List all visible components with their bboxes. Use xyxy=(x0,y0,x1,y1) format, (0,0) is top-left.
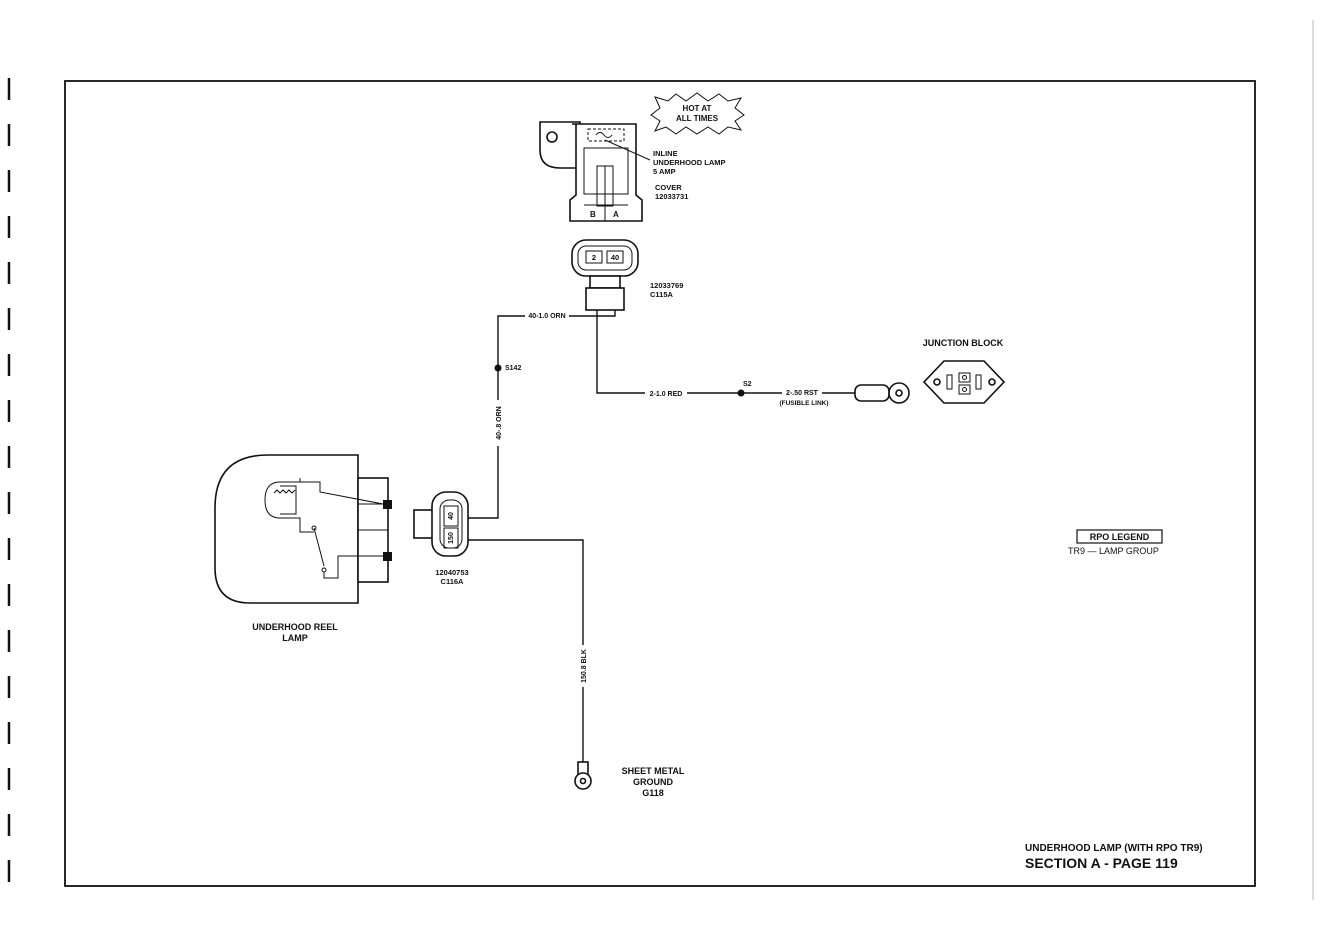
cover-label-line-2: 12033731 xyxy=(655,192,688,201)
wire-label-2-red: 2-1.0 RED xyxy=(645,388,687,399)
cover-label-line-1: COVER xyxy=(655,183,682,192)
svg-text:40-1.0 ORN: 40-1.0 ORN xyxy=(528,313,565,320)
c116a-part-number: 12040753 xyxy=(435,568,468,577)
ground-label-line-1: SHEET METAL xyxy=(622,766,685,776)
lamp-title-line-1: UNDERHOOD REEL xyxy=(252,622,338,632)
rpo-legend-entry: TR9 — LAMP GROUP xyxy=(1068,546,1159,556)
wires xyxy=(468,310,855,762)
c116a-pin-150: 150 xyxy=(448,532,455,544)
junction-block xyxy=(922,360,1006,404)
splice-s142: S142 xyxy=(494,364,521,372)
svg-text:2-.50 RST: 2-.50 RST xyxy=(786,390,819,397)
wire-label-40-vertical: 40-.8 ORN xyxy=(492,400,504,446)
c116a-id: C116A xyxy=(441,577,465,586)
svg-text:2-1.0 RED: 2-1.0 RED xyxy=(650,391,683,398)
ring-terminal xyxy=(854,382,910,404)
hot-at-all-times-burst: HOT AT ALL TIMES xyxy=(650,92,745,135)
hot-text-line-1: HOT AT xyxy=(683,104,712,113)
ground-label-line-3: G118 xyxy=(642,788,664,798)
wire-label-2-rst: 2-.50 RST (FUSIBLE LINK) xyxy=(779,387,829,407)
connector-c116a: 40 150 12040753 C116A xyxy=(413,491,469,586)
fusible-link-label: (FUSIBLE LINK) xyxy=(779,400,828,407)
fuse-label-line-3: 5 AMP xyxy=(653,167,676,176)
junction-block-title: JUNCTION BLOCK xyxy=(923,338,1004,348)
fuse-label-line-2: UNDERHOOD LAMP xyxy=(653,158,726,167)
diagram-frame xyxy=(64,80,1256,887)
fuse-terminal-b: B xyxy=(590,210,596,219)
inline-fuse-holder: B A xyxy=(539,121,651,222)
fuse-label-line-1: INLINE xyxy=(653,149,678,158)
splice-s2: S2 xyxy=(737,381,752,397)
hot-text-line-2: ALL TIMES xyxy=(676,114,719,123)
wire-label-40-top: 40-1.0 ORN xyxy=(525,310,569,321)
wire-label-150-blk: 150.8 BLK xyxy=(577,645,589,687)
fuse-terminal-a: A xyxy=(613,210,619,219)
svg-text:S2: S2 xyxy=(743,381,752,388)
c115a-pin-2: 2 xyxy=(592,253,596,262)
rpo-legend-title: RPO LEGEND xyxy=(1090,532,1150,542)
svg-text:40-.8 ORN: 40-.8 ORN xyxy=(496,406,503,439)
underhood-reel-lamp xyxy=(214,454,392,604)
c115a-id: C115A xyxy=(650,290,674,299)
c115a-part-number: 12033769 xyxy=(650,281,683,290)
svg-text:150.8 BLK: 150.8 BLK xyxy=(581,649,588,683)
c116a-pin-40: 40 xyxy=(448,512,455,520)
ground-g118-terminal xyxy=(574,761,592,790)
lamp-title-line-2: LAMP xyxy=(282,633,308,643)
svg-text:S142: S142 xyxy=(505,365,521,372)
c115a-pin-40: 40 xyxy=(611,253,619,262)
footer-subtitle: UNDERHOOD LAMP (WITH RPO TR9) xyxy=(1025,843,1203,854)
connector-c115a: 2 40 12033769 C115A xyxy=(571,239,683,311)
rpo-legend: RPO LEGEND TR9 — LAMP GROUP xyxy=(1068,529,1163,556)
ground-label-line-2: GROUND xyxy=(633,777,673,787)
footer-page-title: SECTION A - PAGE 119 xyxy=(1025,855,1178,871)
fuse-label: INLINE UNDERHOOD LAMP 5 AMP COVER 120337… xyxy=(653,149,726,201)
